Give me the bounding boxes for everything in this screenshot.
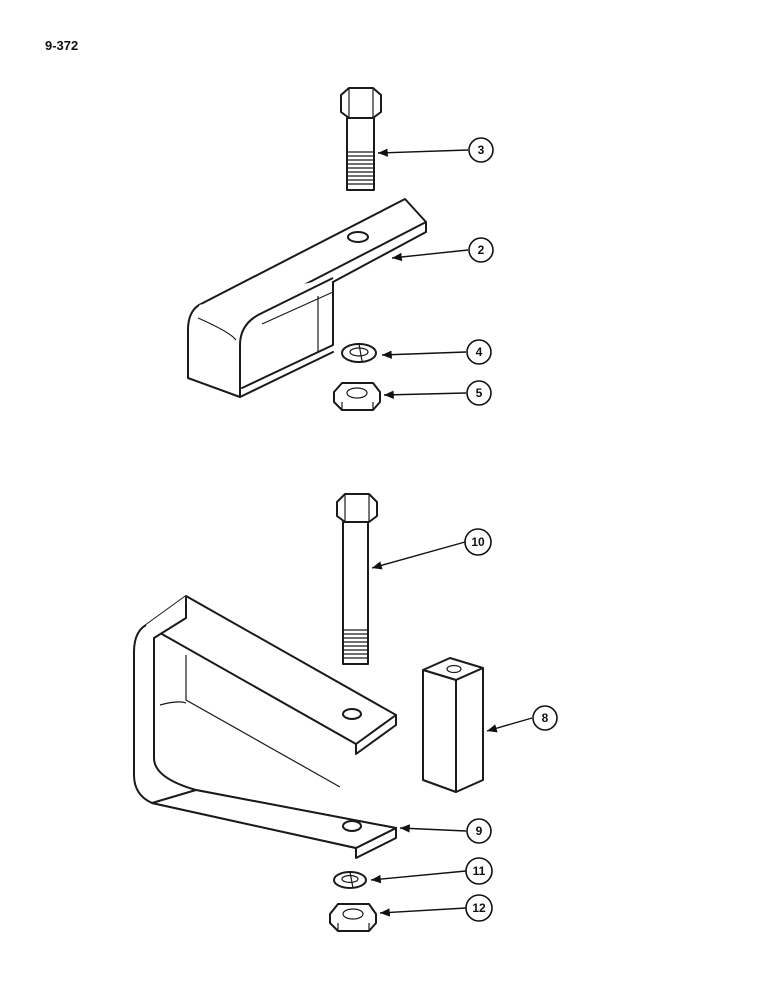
callout-5: 5 [466,380,492,406]
callout-11: 11 [465,857,493,885]
spacer-block [422,657,484,793]
callout-8: 8 [532,705,558,731]
lock-washer-lower [333,871,367,889]
callout-9: 9 [466,818,492,844]
hex-nut-upper [333,382,381,411]
svg-text:11: 11 [473,864,486,878]
upper-bracket [187,198,427,398]
hex-nut-lower [329,903,377,932]
svg-text:9: 9 [476,824,483,838]
callout-3: 3 [468,137,494,163]
svg-text:5: 5 [476,386,483,400]
callout-2: 2 [468,237,494,263]
lock-washer-upper [341,343,377,363]
page-number: 9-372 [45,38,79,53]
svg-text:4: 4 [476,345,483,359]
callout-4: 4 [466,339,492,365]
svg-text:10: 10 [471,535,485,549]
callout-12: 12 [465,894,493,922]
u-bracket [133,595,397,859]
svg-text:12: 12 [472,901,486,915]
callout-10: 10 [464,528,492,556]
svg-text:8: 8 [542,711,549,725]
long-bolt [336,493,378,665]
svg-text:2: 2 [478,243,485,257]
svg-text:3: 3 [478,143,485,157]
short-bolt [340,87,382,191]
